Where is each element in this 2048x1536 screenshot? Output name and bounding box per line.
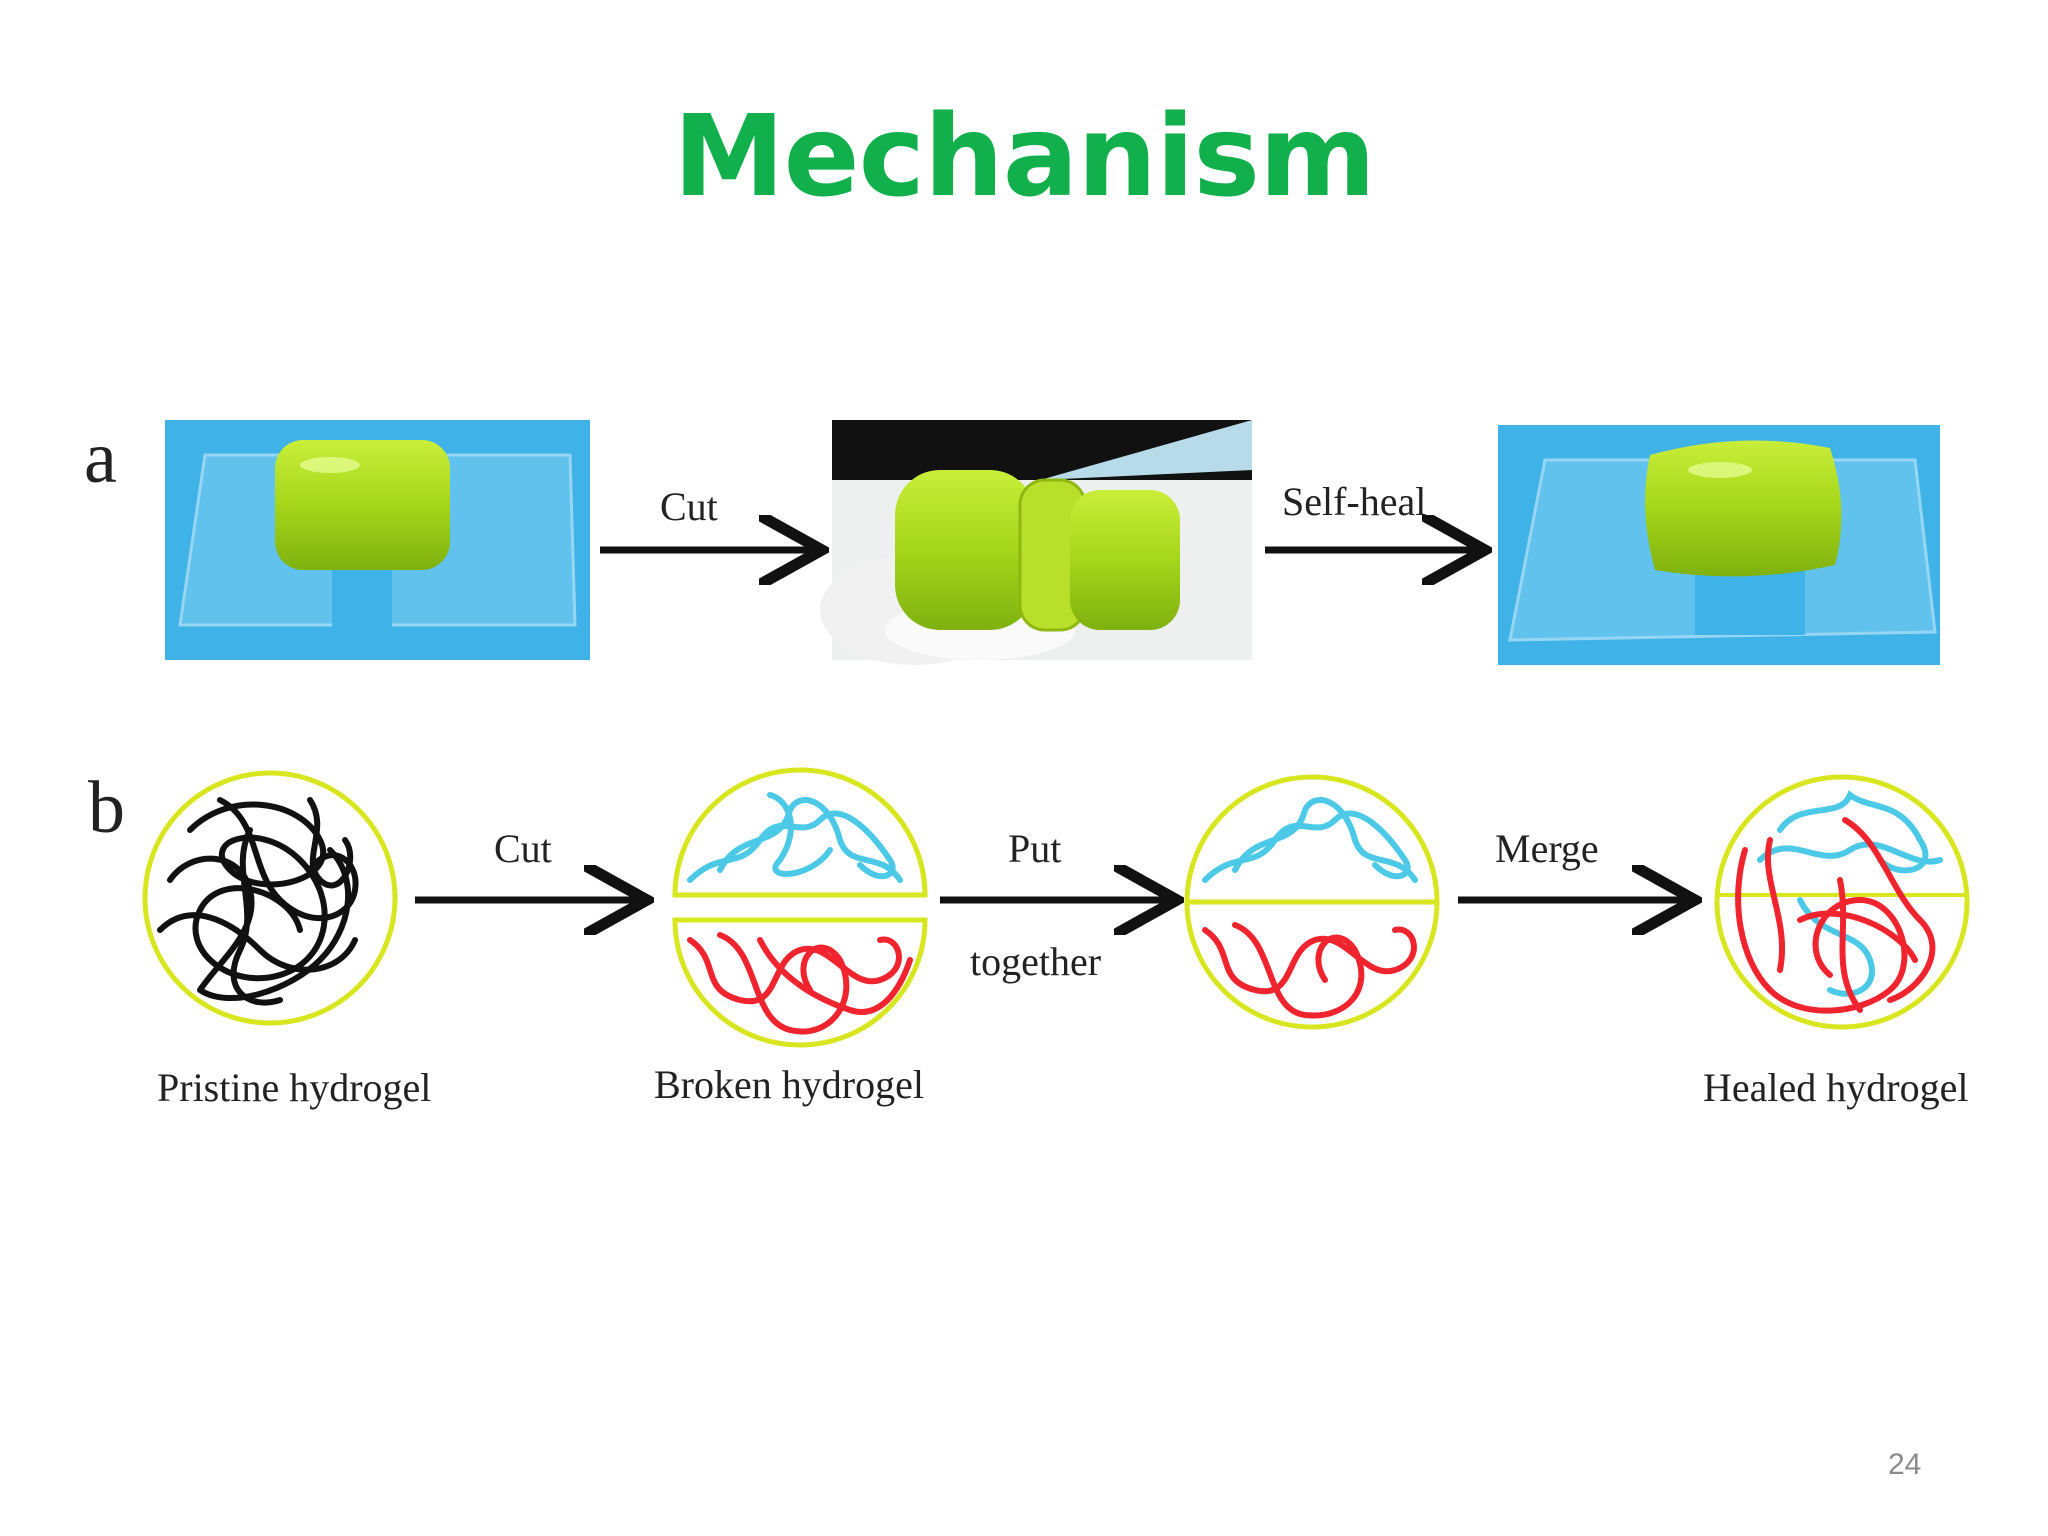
panel-b-label: b bbox=[88, 767, 125, 849]
photo-intact-hydrogel bbox=[165, 420, 590, 660]
slide-page-number: 24 bbox=[1888, 1448, 1922, 1481]
slide-title: Mechanism bbox=[673, 92, 1376, 222]
arrow-put-label: Put bbox=[1008, 826, 1061, 871]
caption-pristine: Pristine hydrogel bbox=[157, 1065, 431, 1110]
arrow-self-heal-label: Self-heal bbox=[1282, 479, 1426, 524]
joined-hydrogel-network bbox=[1184, 774, 1440, 1030]
photo-cutting-hydrogel bbox=[820, 420, 1252, 665]
caption-broken: Broken hydrogel bbox=[654, 1062, 924, 1107]
broken-hydrogel-network bbox=[672, 767, 928, 1048]
caption-healed: Healed hydrogel bbox=[1703, 1065, 1968, 1110]
photo-healed-hydrogel bbox=[1498, 425, 1940, 665]
arrow-cut-b-label: Cut bbox=[494, 826, 552, 871]
arrow-cut-a-label: Cut bbox=[660, 484, 718, 529]
healed-hydrogel-network bbox=[1714, 774, 1970, 1030]
arrow-merge-label: Merge bbox=[1495, 826, 1599, 871]
panel-a-label: a bbox=[84, 417, 117, 499]
pristine-hydrogel-network bbox=[142, 770, 398, 1026]
arrow-together-label: together bbox=[970, 939, 1101, 984]
